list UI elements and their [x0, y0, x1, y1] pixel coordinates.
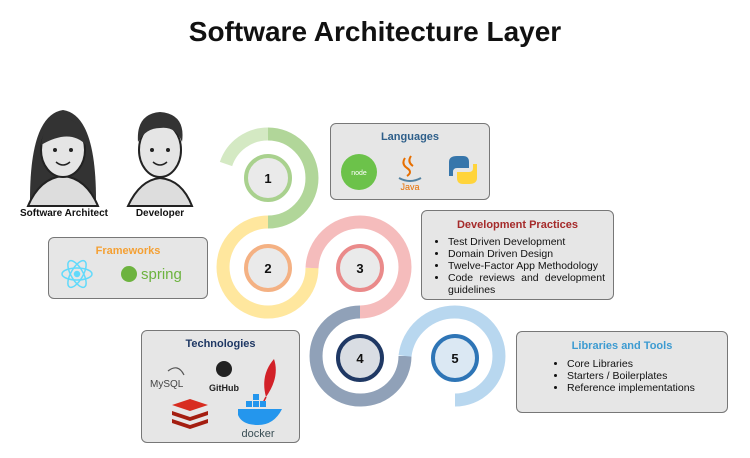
list-item: Reference implementations: [567, 382, 695, 394]
list-item: Code reviews and development guidelines: [448, 272, 605, 296]
docker-logo: docker: [238, 394, 282, 440]
step-2-label: 2: [264, 261, 271, 276]
java-logo: Java: [398, 155, 422, 192]
ribbon-5: [398, 305, 506, 407]
ribbon-1: [267, 127, 319, 229]
ribbon-1-left: [219, 127, 269, 167]
java-logo-text: Java: [400, 182, 419, 192]
python-icon: [449, 156, 477, 184]
step-1-label: 1: [264, 171, 271, 186]
step-3-label: 3: [356, 261, 363, 276]
development-practices-title: Development Practices: [456, 219, 579, 231]
redis-icon: [172, 399, 208, 429]
docker-logo-text: docker: [241, 428, 274, 440]
technologies-box: Technologies MySQL GitHub docker: [141, 330, 300, 443]
developer-avatar-icon: [126, 112, 194, 207]
apache-feather-icon: [261, 359, 276, 406]
ribbon-4: [309, 305, 412, 407]
development-practices-box: Development Practices Test Driven Develo…: [421, 210, 614, 300]
spring-logo-text: spring: [141, 266, 182, 283]
list-item: Twelve-Factor App Methodology: [448, 260, 605, 272]
github-logo: GitHub: [209, 361, 239, 393]
step-2: 2: [244, 244, 292, 292]
ribbon-3: [305, 215, 412, 319]
step-5: 5: [431, 334, 479, 382]
development-practices-list: Test Driven Development Domain Driven De…: [422, 236, 605, 296]
libraries-tools-list: Core Libraries Starters / Boilerplates R…: [541, 358, 695, 394]
architect-label: Software Architect: [20, 208, 108, 219]
page-title: Software Architecture Layer: [188, 16, 562, 47]
step-5-label: 5: [451, 351, 458, 366]
react-icon: [61, 259, 93, 289]
mysql-logo-text: MySQL: [150, 379, 184, 390]
step-4-label: 4: [356, 351, 364, 366]
list-item: Domain Driven Design: [448, 248, 605, 260]
spring-logo: spring: [121, 266, 182, 283]
libraries-tools-title: Libraries and Tools: [571, 340, 673, 352]
node-logo-text: node: [351, 170, 367, 177]
mysql-logo: MySQL: [150, 367, 185, 390]
step-1: 1: [244, 154, 292, 202]
languages-box: Languages node Java: [330, 123, 490, 200]
ribbon-2b: [267, 267, 319, 319]
ribbon-2: [216, 215, 269, 319]
node-logo: node: [341, 154, 377, 190]
step-3: 3: [336, 244, 384, 292]
list-item: Core Libraries: [567, 358, 695, 370]
github-logo-text: GitHub: [209, 383, 239, 393]
step-4: 4: [336, 334, 384, 382]
architect-avatar-icon: [26, 110, 100, 207]
technologies-title: Technologies: [185, 338, 256, 350]
developer-label: Developer: [135, 208, 185, 219]
languages-title: Languages: [380, 131, 440, 143]
frameworks-title: Frameworks: [95, 245, 161, 257]
list-item: Test Driven Development: [448, 236, 605, 248]
frameworks-box: Frameworks spring: [48, 237, 208, 299]
list-item: Starters / Boilerplates: [567, 370, 695, 382]
libraries-tools-box: Libraries and Tools Core Libraries Start…: [516, 331, 728, 413]
